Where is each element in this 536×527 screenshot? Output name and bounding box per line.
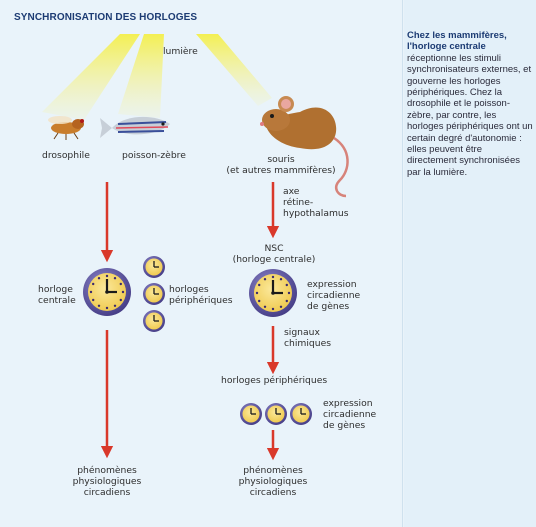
label-chemical-signals: signaux chimiques: [284, 327, 331, 349]
label-output-right-line3: circadiens: [249, 487, 297, 498]
label-mouse-line1: souris: [267, 154, 295, 165]
clock-peripheral-left-3-icon: [143, 310, 165, 332]
label-pathway-line3: hypothalamus: [283, 208, 349, 219]
label-expression-2-line3: de gènes: [323, 420, 366, 431]
sidebar-panel: [404, 0, 536, 527]
clock-peripheral-right-1-icon: [240, 403, 262, 425]
clock-central-right-icon: [249, 269, 297, 317]
label-pathway-line2: rétine-: [283, 197, 314, 208]
drosophila-icon: [48, 116, 84, 140]
label-signals-line1: signaux: [284, 327, 320, 338]
panel-divider: [402, 0, 403, 527]
label-mouse: souris (et autres mammifères): [226, 154, 336, 176]
label-light: lumière: [163, 46, 198, 57]
label-output-left-line1: phénomènes: [77, 465, 137, 476]
label-nsc-line2: (horloge centrale): [232, 254, 316, 265]
label-zebrafish: poisson-zèbre: [122, 150, 186, 161]
label-expression-1-line1: expression: [307, 279, 357, 290]
label-peripheral-clocks-left: horloges périphériques: [169, 284, 233, 306]
zebrafish-icon: [100, 116, 170, 138]
clock-peripheral-right-3-icon: [290, 403, 312, 425]
label-expression-1-line3: de gènes: [307, 301, 350, 312]
label-expression-2-line1: expression: [323, 398, 373, 409]
label-central-clock-left-line2: centrale: [38, 295, 76, 306]
sidebar-text-1: réceptionne les stimuli synchronisateurs…: [407, 52, 532, 99]
label-pathway-line1: axe: [283, 186, 300, 197]
label-peripheral-left-line1: horloges: [169, 284, 209, 295]
figure-title: SYNCHRONISATION DES HORLOGES: [14, 12, 198, 23]
label-output-right: phénomènes physiologiques circadiens: [228, 465, 318, 498]
label-signals-line2: chimiques: [284, 338, 332, 349]
label-gene-expression-2: expression circadienne de gènes: [323, 398, 376, 431]
clock-peripheral-left-1-icon: [143, 256, 165, 278]
label-mouse-line2: (et autres mammifères): [226, 165, 336, 176]
label-peripheral-left-line2: périphériques: [169, 295, 233, 306]
sidebar-text: Chez les mammifères, l'horloge centrale …: [407, 30, 533, 178]
light-beam-zebrafish: [118, 34, 164, 118]
label-nsc: NSC (horloge centrale): [224, 243, 324, 265]
sidebar-text-2: Chez la drosophile et le poisson-zèbre, …: [407, 87, 533, 178]
clock-peripheral-right-2-icon: [265, 403, 287, 425]
label-central-clock-left: horloge centrale: [38, 284, 76, 306]
label-output-left-line3: circadiens: [83, 487, 131, 498]
label-output-right-line2: physiologiques: [238, 476, 308, 487]
label-central-clock-left-line1: horloge: [38, 284, 73, 295]
label-expression-1-line2: circadienne: [307, 290, 361, 301]
sidebar-intro: Chez les mammifères, l'horloge centrale: [407, 30, 507, 53]
label-retino-hypothalamic-tract: axe rétine- hypothalamus: [283, 186, 349, 219]
label-nsc-line1: NSC: [264, 243, 284, 254]
label-output-left: phénomènes physiologiques circadiens: [62, 465, 152, 498]
label-peripheral-clocks-right: horloges périphériques: [221, 375, 328, 386]
label-output-right-line1: phénomènes: [243, 465, 303, 476]
clock-central-left-icon: [83, 268, 131, 316]
clock-peripheral-left-2-icon: [143, 283, 165, 305]
light-beam-mouse: [196, 34, 272, 106]
label-expression-2-line2: circadienne: [323, 409, 377, 420]
label-output-left-line2: physiologiques: [72, 476, 142, 487]
label-drosophila: drosophile: [42, 150, 90, 161]
label-gene-expression-1: expression circadienne de gènes: [307, 279, 360, 312]
mouse-icon: [260, 96, 349, 198]
light-beam-drosophila: [42, 34, 140, 120]
